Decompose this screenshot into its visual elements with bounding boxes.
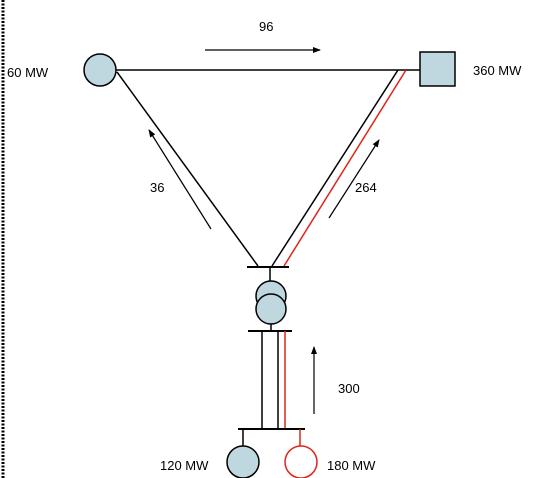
flow-label-right: 264 [355,180,377,195]
right-load-label: 360 MW [473,63,522,78]
line-right-black [271,69,399,267]
bottom-left-generator-node [226,445,260,478]
right-load-node [419,51,456,87]
left-generator-node [83,53,117,87]
flow-label-transformer: 300 [338,381,360,396]
bottom-left-generator-label: 120 MW [160,458,209,473]
transformer-lower-winding [255,293,287,325]
line-right-red [283,69,407,267]
bottom-right-generator-label: 180 MW [327,458,376,473]
left-generator-label: 60 MW [7,65,49,80]
line-left [116,71,259,267]
bottom-right-generator-node [284,445,318,478]
flow-label-left: 36 [150,180,164,195]
flow-arrow-right [328,139,380,219]
flow-label-top: 96 [259,19,273,34]
flow-arrow-left [148,129,212,230]
